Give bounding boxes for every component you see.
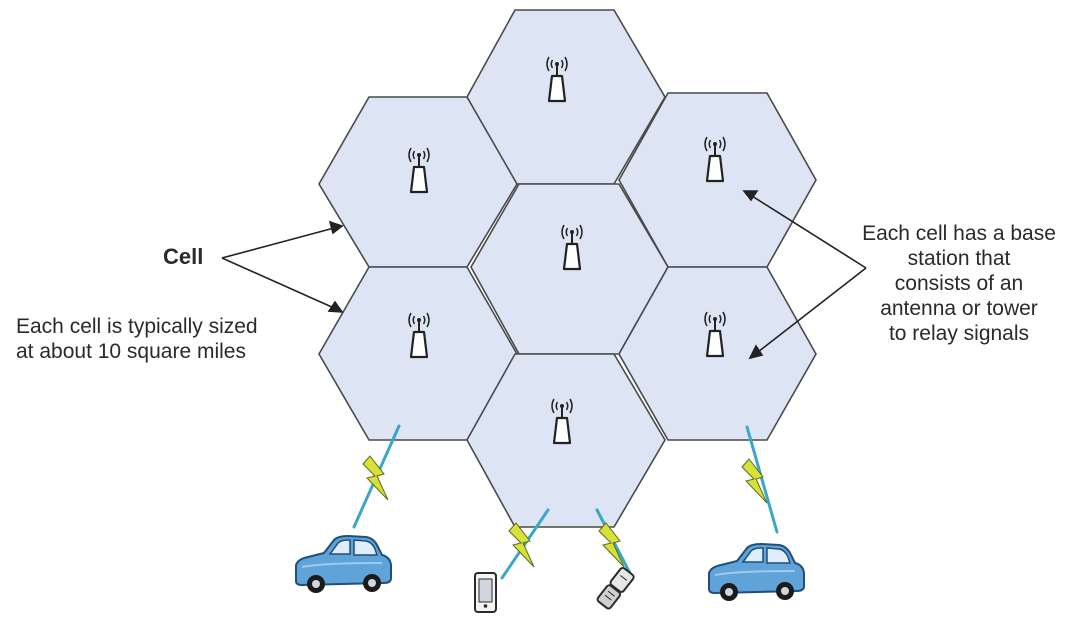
cell-size-caption: Each cell is typically sized at about 10…	[16, 314, 258, 364]
base-station-line: station that	[907, 247, 1011, 270]
car-icon	[708, 543, 805, 602]
smartphone-icon	[474, 572, 497, 613]
base-station-caption: Each cell has a base station that consis…	[846, 221, 1072, 346]
base-station-line: Each cell has a base	[862, 222, 1056, 245]
lightning-bolt-icon	[598, 522, 625, 568]
base-station-line: antenna or tower	[880, 297, 1038, 320]
cell-pointer-arrows	[221, 220, 344, 313]
cell-size-line: at about 10 square miles	[16, 340, 246, 363]
cell-label: Cell	[163, 244, 204, 269]
base-station-line: consists of an	[894, 272, 1024, 295]
base-station-pointer-arrows	[742, 190, 867, 360]
flip-phone-icon	[596, 566, 635, 610]
cell-size-line: Each cell is typically sized	[16, 315, 258, 338]
car-icon	[295, 535, 392, 594]
base-station-line: to relay signals	[888, 322, 1030, 345]
